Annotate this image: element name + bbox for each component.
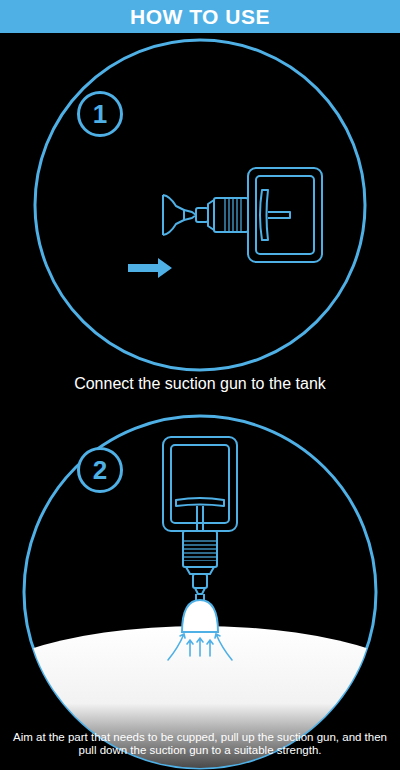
callout-number: 1 <box>93 101 107 127</box>
suction-gun-and-tank <box>163 437 237 594</box>
callout-number: 2 <box>93 457 107 483</box>
step-ring <box>35 40 365 370</box>
suction-arrows <box>168 634 232 660</box>
suction-gun-and-tank <box>163 168 322 262</box>
step-caption: Connect the suction gun to the tank <box>10 374 390 393</box>
direction-arrow <box>128 258 172 278</box>
step-number: 1 <box>77 91 123 137</box>
step-number: 2 <box>77 447 123 493</box>
step-caption: Aim at the part that needs to be cupped,… <box>6 731 394 757</box>
skin-surface <box>0 626 400 770</box>
cup <box>182 600 218 632</box>
title: HOW TO USE <box>130 5 270 29</box>
cup-neck <box>196 594 204 600</box>
title-banner: HOW TO USE <box>0 0 400 33</box>
